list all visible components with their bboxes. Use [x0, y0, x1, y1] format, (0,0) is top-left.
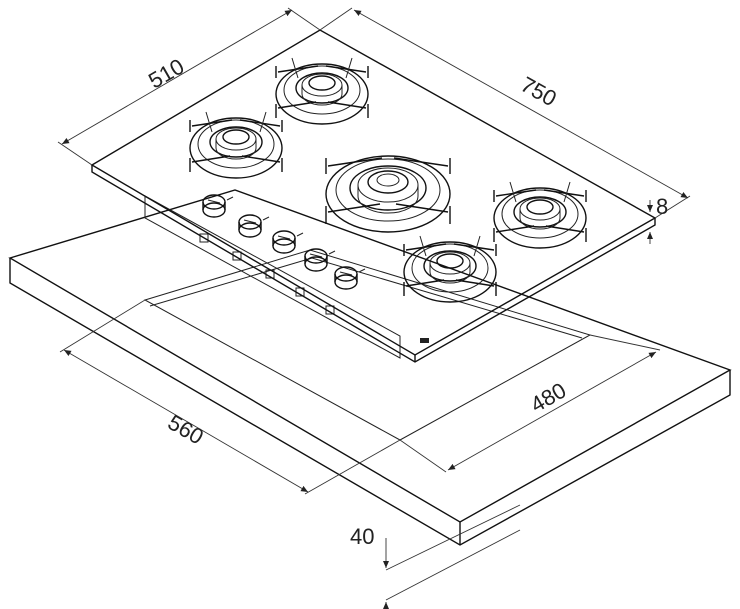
dimension-worktop-thickness-label: 40 [350, 524, 374, 549]
dimension-cutout-length: 560 [59, 299, 401, 495]
control-knob-5 [334, 266, 366, 290]
hob-body [144, 195, 401, 359]
dimension-cutout-length-label: 560 [164, 409, 208, 449]
burner-front [403, 235, 497, 303]
dimension-worktop-thickness: 40 [350, 504, 521, 609]
brand-badge-icon [420, 338, 429, 343]
control-knob-3 [272, 230, 304, 254]
dimension-cutout-width: 480 [399, 334, 661, 473]
burner-right [493, 181, 587, 249]
control-knob-2 [238, 214, 270, 238]
dimension-glass-thickness: 8 [647, 194, 668, 244]
burner-rear-left [189, 111, 283, 179]
dimension-hob-width-label: 510 [144, 53, 188, 93]
dimension-hob-length: 750 [319, 7, 691, 219]
dimension-glass-thickness-label: 8 [656, 194, 668, 219]
dimension-cutout-width-label: 480 [526, 377, 570, 417]
burner-rear-center [275, 57, 369, 125]
cutout-opening [143, 249, 592, 441]
burner-center-wok [325, 155, 451, 233]
